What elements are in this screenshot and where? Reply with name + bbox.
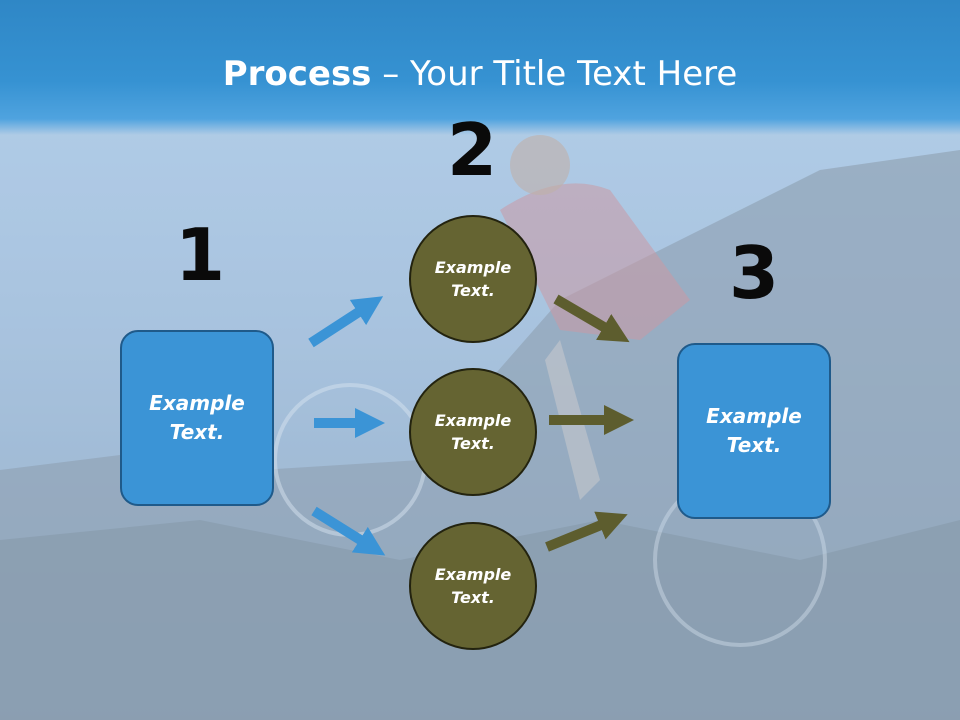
title-bold: Process — [222, 54, 372, 94]
arrow-1-to-top — [308, 296, 384, 348]
step-number-3: 3 — [728, 231, 780, 315]
circle-middle-label: Example Text. — [434, 411, 512, 453]
step-number-2: 2 — [446, 108, 498, 192]
title-rest: – Your Title Text Here — [371, 54, 738, 94]
slide-title: Process – Your Title Text Here — [0, 52, 960, 96]
title-bar — [0, 0, 960, 135]
arrow-1-to-bottom — [311, 506, 386, 556]
step-2-circle-top[interactable]: Example Text. — [409, 215, 537, 343]
circle-top-label: Example Text. — [434, 258, 512, 300]
step-2-circle-middle[interactable]: Example Text. — [409, 368, 537, 496]
step-1-box[interactable]: Example Text. — [120, 330, 274, 506]
step-number-1: 1 — [174, 213, 226, 297]
step-3-label: Example Text. — [706, 404, 802, 457]
step-2-circle-bottom[interactable]: Example Text. — [409, 522, 537, 650]
arrow-bottom-to-3 — [545, 511, 628, 552]
step-3-box[interactable]: Example Text. — [677, 343, 831, 519]
arrow-top-to-3 — [553, 294, 630, 343]
circle-bottom-label: Example Text. — [434, 565, 512, 607]
step-1-label: Example Text. — [149, 391, 245, 444]
